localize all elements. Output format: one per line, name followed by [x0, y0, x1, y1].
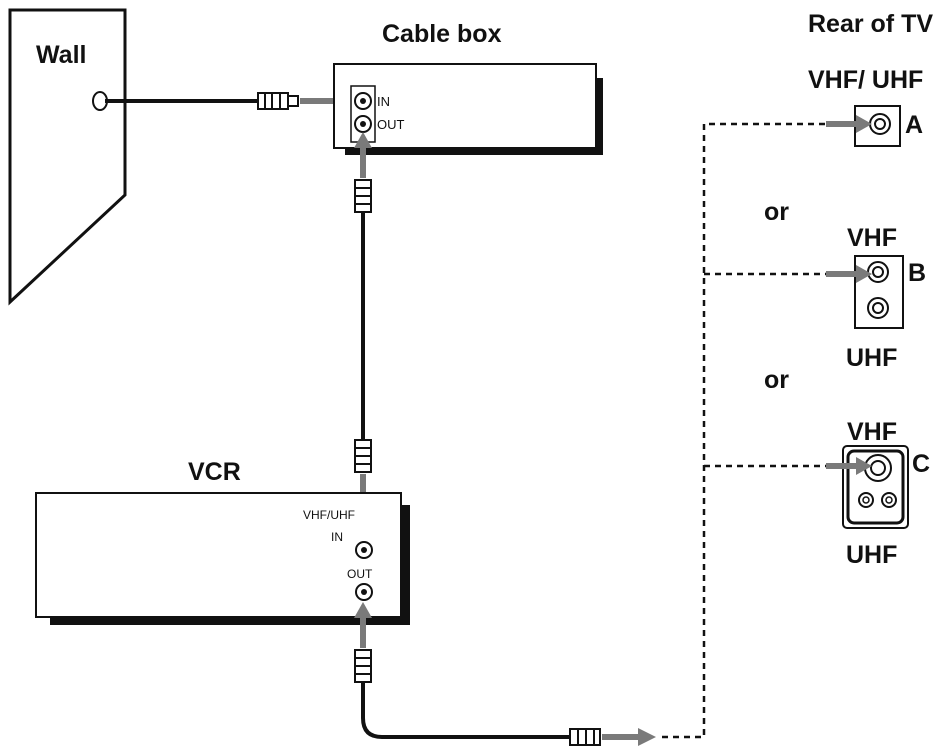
tv-a-jack: [869, 113, 891, 135]
arrow-to-tv-c: [826, 457, 872, 475]
tv-b-vhf-jack: [867, 261, 889, 283]
tv-option-c: VHF C UHF: [826, 418, 930, 569]
arrow-to-tv-b: [826, 265, 872, 283]
tv-c-vhf-jack: [864, 454, 892, 482]
wall: Wall: [8, 8, 127, 306]
or-label-1: or: [764, 198, 789, 226]
vcr-in-jack: [355, 541, 373, 559]
tv-c-letter: C: [912, 450, 930, 478]
cable-out-jack: [354, 115, 372, 133]
tv-c-uhf-jack-right: [881, 492, 897, 508]
vcr-out-connector: [354, 649, 372, 683]
rear-of-tv-label: Rear of TV: [808, 10, 933, 38]
vcr-vhf-uhf-label: VHF/UHF: [303, 508, 355, 522]
or-label-2: or: [764, 366, 789, 394]
vcr-to-tv-cable: [361, 682, 570, 739]
dashed-routing: [662, 122, 828, 739]
tv-b-uhf-label: UHF: [846, 344, 897, 372]
vcr-out-jack: [355, 583, 373, 601]
cable-box: Cable box IN OUT: [333, 20, 603, 155]
cable-box-label: Cable box: [382, 20, 502, 48]
wall-label: Wall: [36, 41, 86, 69]
tv-option-b: VHF B UHF: [826, 224, 926, 372]
arrow-to-tv: [602, 728, 656, 746]
tv-c-vhf-label: VHF: [847, 418, 897, 446]
tv-a-vhf-uhf-label: VHF/ UHF: [808, 66, 923, 94]
tv-c-uhf-label: UHF: [846, 541, 897, 569]
tv-b-vhf-label: VHF: [847, 224, 897, 252]
wall-cable-connector: [257, 92, 299, 110]
vcr-out-label: OUT: [347, 567, 373, 581]
vcr-label: VCR: [188, 458, 241, 486]
tv-a-letter: A: [905, 111, 923, 139]
cable-in-label: IN: [377, 94, 390, 109]
cable-out-label: OUT: [377, 117, 405, 132]
cable-box-to-vcr-connector-top: [354, 179, 372, 213]
wall-outlet: [92, 91, 108, 111]
tv-option-a: VHF/ UHF A: [808, 66, 923, 147]
tv-c-uhf-jack-left: [858, 492, 874, 508]
tv-b-uhf-jack: [867, 297, 889, 319]
arrow-from-vcr-out: [354, 602, 372, 648]
vcr-in-label: IN: [331, 530, 343, 544]
arrow-from-cable-out: [354, 132, 372, 178]
vcr: VCR VHF/UHF IN OUT: [35, 458, 410, 625]
vcr-to-tv-connector: [569, 728, 601, 746]
tv-b-letter: B: [908, 259, 926, 287]
arrow-to-tv-a: [826, 115, 872, 133]
cable-box-to-vcr-connector-bottom: [354, 439, 372, 473]
cable-in-jack: [354, 92, 372, 110]
